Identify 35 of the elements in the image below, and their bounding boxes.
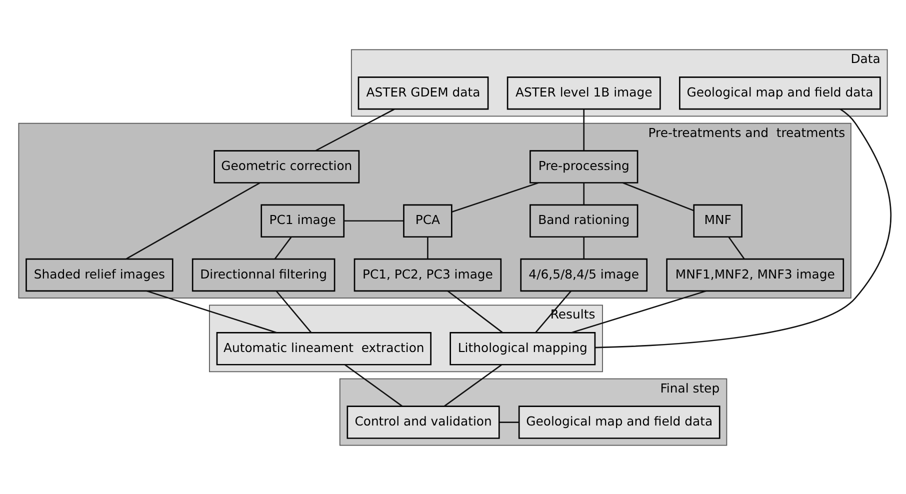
node-box: PC1 image [260, 204, 345, 238]
connector [344, 364, 403, 406]
connector [276, 290, 312, 332]
node-box: ASTER GDEM data [358, 76, 489, 110]
node-box: Shaded relief images [26, 258, 174, 292]
connector [728, 236, 745, 259]
connector [500, 421, 519, 422]
node-box: Geological map and field data [679, 76, 881, 110]
node-box: Control and validation [346, 405, 500, 438]
connector [583, 108, 585, 150]
node-box: MNF1,MNF2, MNF3 image [666, 258, 844, 292]
node-box: Automatic lineament extraction [216, 332, 432, 365]
connector [274, 236, 292, 259]
node-box: 4/6,5/8,4/5 image [520, 258, 648, 292]
connector [535, 290, 572, 332]
node-box: Directionnal filtering [192, 258, 336, 292]
connector [344, 220, 404, 222]
connector [447, 290, 503, 333]
connector [622, 182, 694, 211]
connector [126, 182, 260, 259]
node-box: Pre-processing [530, 150, 638, 183]
node-box: Band rationing [530, 204, 638, 238]
node-box: Geometric correction [214, 150, 360, 183]
connector [315, 108, 395, 151]
node-box: Lithological mapping [450, 332, 596, 365]
connector [583, 182, 585, 204]
connector [452, 182, 539, 212]
node-box: PC1, PC2, PC3 image [354, 258, 502, 292]
connector [583, 236, 585, 258]
node-box: MNF [693, 204, 742, 238]
connector [444, 364, 502, 406]
node-box: Geological map and field data [518, 405, 720, 438]
connector [427, 236, 428, 258]
node-box: ASTER level 1B image [506, 76, 661, 110]
node-box: PCA [403, 204, 452, 238]
